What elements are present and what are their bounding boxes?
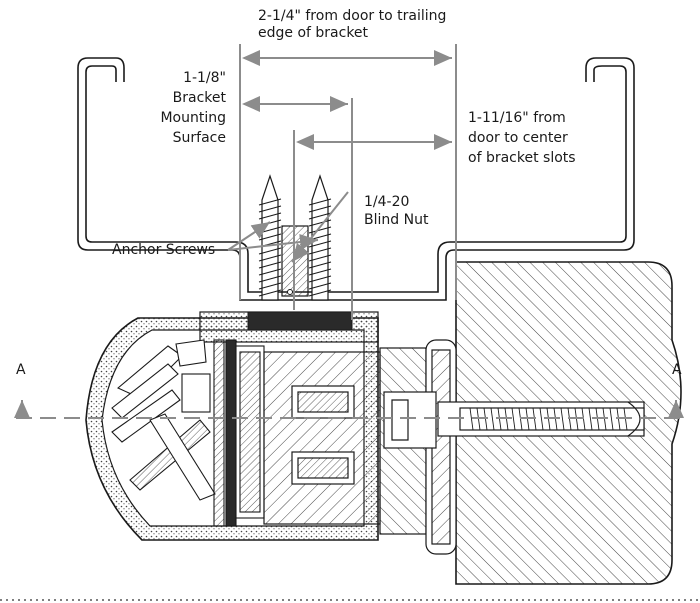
screw-thread-stroke [258,282,282,290]
bolt-thread-stroke [469,407,474,431]
leader-lines [227,191,349,263]
screw-thread-stroke [258,275,282,283]
screw-thread-stroke [308,219,332,227]
screw-thread-stroke [308,226,332,234]
blind-nut-label-line2: Blind Nut [364,212,429,228]
mount-surface-label-line2: Bracket [172,90,226,106]
screw-thread-stroke [308,247,332,255]
slots-label-line2: door to center [468,130,568,146]
screw-thread-stroke [258,212,282,220]
screw-thread-stroke [308,282,332,290]
slots-label-line3: of bracket slots [468,150,576,166]
screw-thread-stroke [308,289,332,297]
trailing-edge-label-line2: edge of bracket [258,25,369,41]
cylinder-block [263,339,457,555]
mount-surface-label-line3: Mounting [160,110,226,126]
bolt-thread-stroke [560,407,565,431]
mount-surface-label-line1: 1-1/8" [183,70,226,86]
section-label-right: A [672,362,682,378]
screw-thread-stroke [308,275,332,283]
screw-thread-stroke [308,254,332,262]
screw-thread-stroke [258,254,282,262]
screw-thread-stroke [308,205,332,213]
bolt-thread-stroke [609,407,614,431]
screw-thread-stroke [258,233,282,241]
bolt-thread-stroke [539,407,544,431]
anchor-screws-label: Anchor Screws [112,242,216,258]
screw-thread-stroke [258,247,282,255]
trailing-edge-label-line1: 2-1/4" from door to trailing [258,8,447,24]
section-line-a-a [13,400,684,419]
screw-thread-stroke [258,205,282,213]
screw-thread-stroke [308,268,332,276]
bolt-thread-stroke [490,407,495,431]
screw-thread-stroke [258,268,282,276]
bolt-thread-stroke [588,407,593,431]
anchor-screws [261,174,329,301]
bolt-thread-stroke [511,407,516,431]
mount-surface-label-line4: Surface [172,130,226,146]
section-label-left: A [16,362,26,378]
through-bolt [437,401,645,437]
dimension-lines [239,44,457,320]
blind-nut-label-line1: 1/4-20 [364,194,410,210]
screw-thread-stroke [258,261,282,269]
screw-thread-stroke [258,198,282,206]
screw-thread-stroke [308,198,332,206]
internal-mechanism [111,339,265,527]
screw-thread-stroke [308,261,332,269]
slots-label-line1: 1-11/16" from [468,110,566,126]
screw-thread-stroke [258,289,282,297]
door-frame-channel [77,57,635,301]
screw-thread-stroke [308,212,332,220]
